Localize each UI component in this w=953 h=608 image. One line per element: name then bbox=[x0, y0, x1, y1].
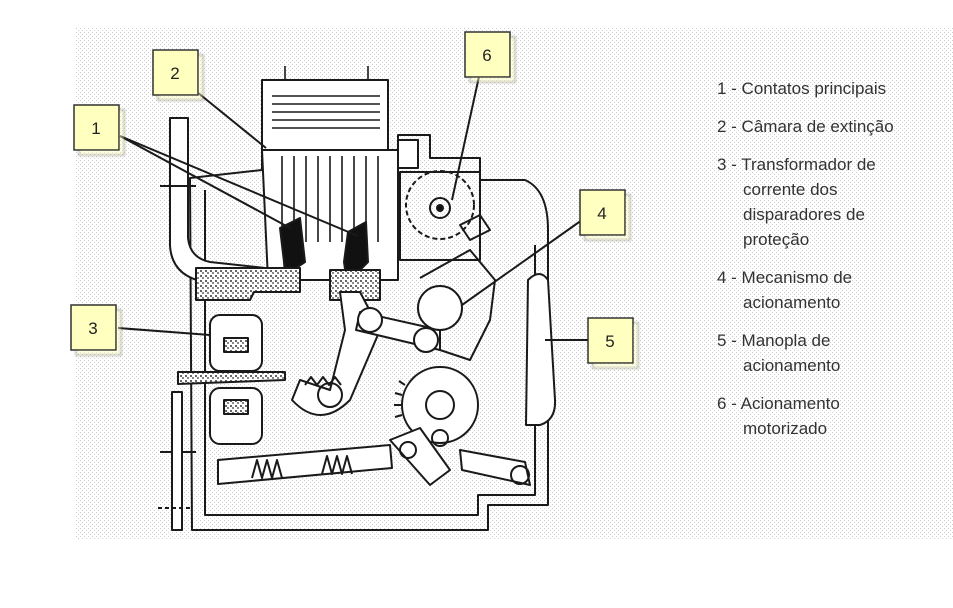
trip-pivot bbox=[431, 429, 449, 447]
callout-number: 5 bbox=[605, 332, 614, 351]
motor-drive-circle bbox=[405, 170, 475, 240]
lower-link-pivot bbox=[510, 465, 530, 485]
callout-number: 3 bbox=[88, 319, 97, 338]
ct-lower bbox=[209, 387, 263, 445]
callout-6: 6 bbox=[464, 31, 511, 78]
handle bbox=[525, 273, 557, 426]
housing-outline bbox=[189, 134, 549, 531]
spring-right bbox=[321, 455, 353, 475]
callout-number: 1 bbox=[91, 119, 100, 138]
mechanism-gear-hub bbox=[425, 390, 455, 420]
motor-drive-hub bbox=[429, 197, 451, 219]
leader-3 bbox=[117, 327, 211, 336]
ct-lower-core bbox=[223, 399, 249, 415]
legend-line: proteção bbox=[743, 230, 810, 249]
legend-line: 3 - Transformador de bbox=[717, 155, 876, 174]
callout-3: 3 bbox=[70, 304, 117, 351]
link-pivot bbox=[357, 307, 383, 333]
mechanism-plate bbox=[419, 249, 496, 361]
legend-line: motorizado bbox=[743, 419, 828, 438]
legend-line: 6 - Acionamento bbox=[717, 394, 840, 413]
mechanism-disc bbox=[417, 285, 463, 331]
legend-line: corrente dos bbox=[743, 180, 838, 199]
gear-teeth bbox=[394, 380, 406, 418]
callout-box bbox=[587, 317, 634, 364]
leader-1b bbox=[119, 135, 359, 237]
arc-chute-box bbox=[261, 79, 389, 151]
arc-chute-plates bbox=[272, 66, 380, 129]
leader-lines bbox=[117, 71, 590, 341]
leader-1a bbox=[119, 135, 291, 229]
legend-item-6: 6 - Acionamento motorizado bbox=[717, 391, 953, 441]
legend-item-5: 5 - Manopla de acionamento bbox=[717, 328, 953, 378]
callout-1: 1 bbox=[73, 104, 120, 151]
legend-line: 4 - Mecanismo de bbox=[717, 268, 853, 287]
arc-chamber-small bbox=[397, 139, 419, 169]
legend-item-2: 2 - Câmara de extinção bbox=[717, 114, 953, 139]
spring-left bbox=[251, 459, 283, 479]
legend-item-4: 4 - Mecanismo de acionamento bbox=[717, 265, 953, 315]
breaker-drawing bbox=[158, 66, 557, 531]
callout-5: 5 bbox=[587, 317, 634, 364]
ct-upper-core bbox=[223, 337, 249, 353]
link-pivot bbox=[413, 327, 439, 353]
lower-link-pivot bbox=[399, 441, 417, 459]
legend-line: 1 - Contatos principais bbox=[717, 79, 887, 98]
motor-drive-pin bbox=[436, 204, 444, 212]
callout-number: 2 bbox=[170, 64, 179, 83]
leader-6 bbox=[451, 71, 481, 201]
callout-4: 4 bbox=[579, 189, 626, 236]
callout-box bbox=[579, 189, 626, 236]
callout-box bbox=[152, 49, 199, 96]
callout-box bbox=[464, 31, 511, 78]
bus-bar-upper bbox=[195, 267, 301, 301]
motor-drive-lever bbox=[459, 214, 491, 241]
legend-item-3: 3 - Transformador de corrente dos dispar… bbox=[717, 152, 953, 252]
callout-box bbox=[73, 104, 120, 151]
mechanism-gear bbox=[401, 366, 479, 444]
leader-4 bbox=[461, 219, 583, 306]
legend-item-1: 1 - Contatos principais bbox=[717, 76, 953, 101]
legend-line: acionamento bbox=[743, 356, 841, 375]
callout-number: 4 bbox=[597, 204, 606, 223]
callout-box bbox=[70, 304, 117, 351]
legend-line: 2 - Câmara de extinção bbox=[717, 117, 894, 136]
leader-2 bbox=[191, 87, 267, 149]
callout-2: 2 bbox=[152, 49, 199, 96]
callout-number: 6 bbox=[482, 46, 491, 65]
lower-bus-bar bbox=[177, 371, 286, 385]
lower-terminal bbox=[171, 391, 183, 531]
legend-line: acionamento bbox=[743, 293, 841, 312]
arm-pivot bbox=[317, 382, 343, 408]
motor-drive-body bbox=[399, 171, 481, 261]
housing-inner bbox=[204, 190, 536, 516]
arc-chamber-fins bbox=[281, 156, 379, 242]
lower-link bbox=[459, 449, 531, 486]
legend-line: disparadores de bbox=[743, 205, 865, 224]
legend-line: 5 - Manopla de bbox=[717, 331, 831, 350]
arm-spring bbox=[304, 376, 342, 386]
legend: 1 - Contatos principais 2 - Câmara de ex… bbox=[717, 76, 953, 454]
